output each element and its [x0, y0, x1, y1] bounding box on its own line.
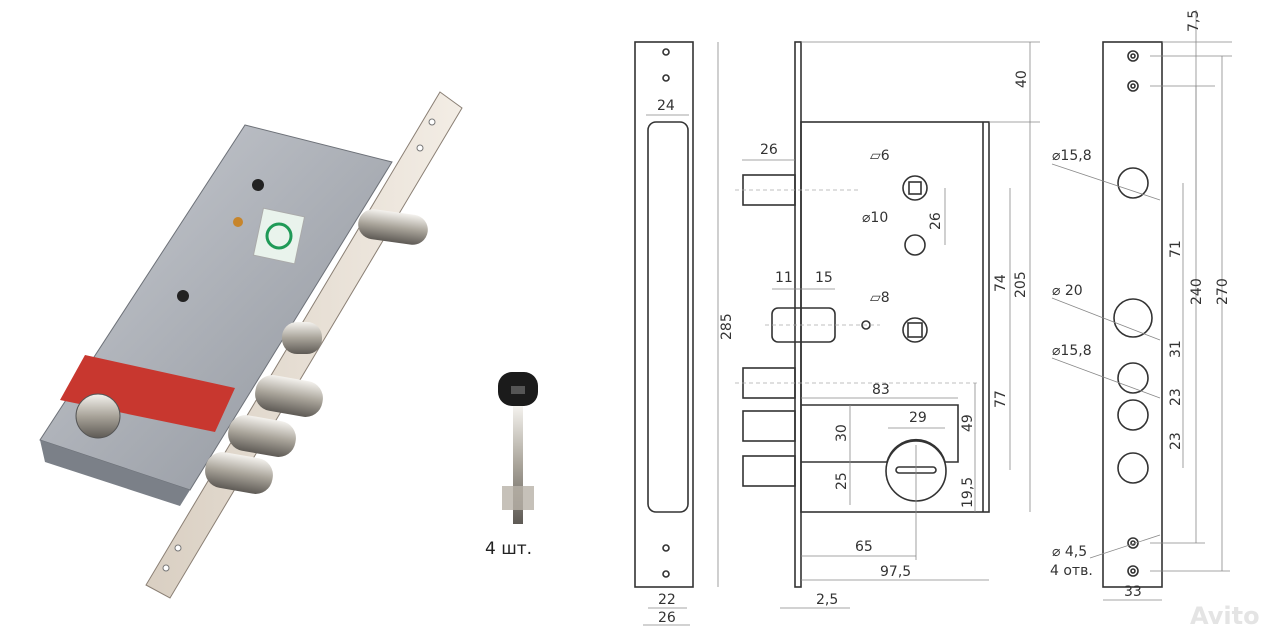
dim-24: 24 — [657, 98, 675, 114]
dim-11: 11 — [775, 270, 793, 286]
lock-body-side — [40, 440, 190, 506]
dim-71: 71 — [1168, 240, 1184, 258]
dim-7-5: 7,5 — [1186, 10, 1202, 32]
dim-285: 285 — [719, 313, 735, 340]
avito-watermark: Avito — [1190, 602, 1260, 630]
dim-29: 29 — [909, 410, 927, 426]
dim-hole-15-8-bottom: ⌀15,8 — [1052, 343, 1092, 359]
dim-31: 31 — [1168, 340, 1184, 358]
dim-77: 77 — [993, 390, 1009, 408]
dim-30: 30 — [834, 424, 850, 442]
dim-hole-15-8-top: ⌀15,8 — [1052, 148, 1092, 164]
dim-26-spacing: 26 — [928, 212, 944, 230]
dim-19-5: 19,5 — [960, 477, 976, 508]
bolts — [205, 209, 428, 494]
cylinder — [75, 393, 121, 439]
dim-270: 270 — [1215, 278, 1231, 305]
key-photo — [498, 372, 538, 524]
dim-205: 205 — [1013, 271, 1029, 298]
strike-plate — [1051, 10, 1232, 601]
dim-74: 74 — [993, 274, 1009, 292]
holes-count: 4 отв. — [1050, 563, 1093, 579]
dim-square-8: ▱8 — [870, 290, 890, 306]
dim-15: 15 — [815, 270, 833, 286]
dim-26-bolt: 26 — [760, 142, 778, 158]
dim-33: 33 — [1124, 584, 1142, 600]
lock-photo — [39, 91, 463, 599]
dim-23-a: 23 — [1168, 388, 1184, 406]
side-view — [735, 41, 1040, 609]
dim-23-b: 23 — [1168, 432, 1184, 450]
dim-26: 26 — [658, 610, 676, 626]
dim-97-5: 97,5 — [880, 564, 911, 580]
dim-240: 240 — [1189, 278, 1205, 305]
logo-badge — [252, 207, 306, 265]
dim-22: 22 — [658, 592, 676, 608]
dim-25: 25 — [834, 472, 850, 490]
hole — [252, 179, 264, 191]
dim-65: 65 — [855, 539, 873, 555]
dim-square-6: ▱6 — [870, 148, 890, 164]
dim-hole-10: ⌀10 — [862, 210, 888, 226]
dim-83: 83 — [872, 382, 890, 398]
dim-hole-20: ⌀ 20 — [1052, 283, 1083, 299]
front-view — [634, 41, 719, 626]
red-plate — [60, 355, 235, 432]
dim-49: 49 — [960, 414, 976, 432]
dim-40: 40 — [1014, 70, 1030, 88]
dim-hole-4-5: ⌀ 4,5 — [1052, 544, 1087, 560]
dim-2-5: 2,5 — [816, 592, 838, 608]
hole — [177, 290, 189, 302]
key-count-label: 4 шт. — [485, 539, 532, 559]
